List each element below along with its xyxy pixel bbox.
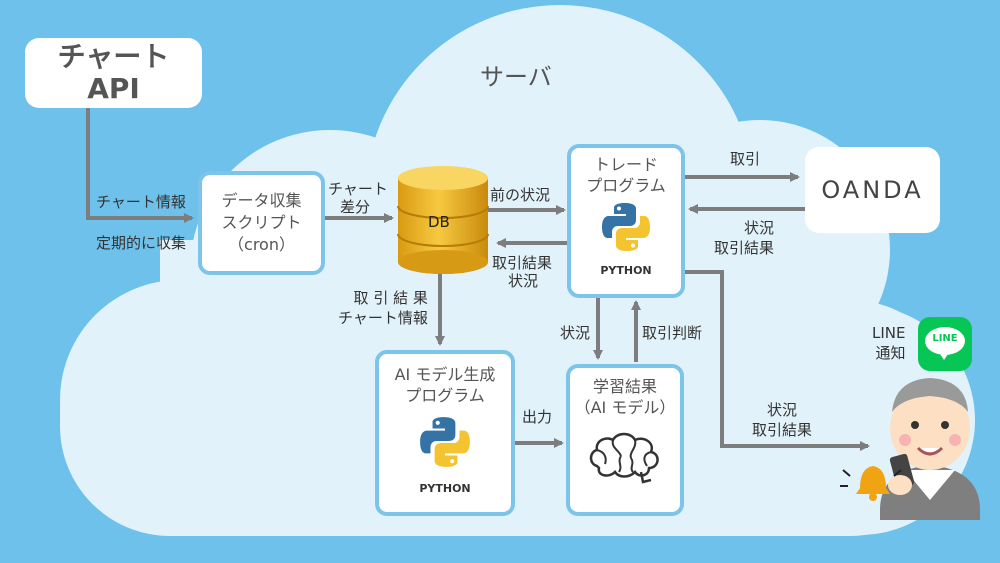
bell-icon bbox=[840, 466, 902, 501]
arrow-trade-to-notify bbox=[684, 270, 870, 451]
trade-program-line1: トレード bbox=[593, 155, 658, 174]
collector-line2: スクリプト bbox=[221, 213, 302, 232]
brain-icon bbox=[589, 432, 659, 484]
label-notify: 状況 取引結果 bbox=[752, 400, 812, 440]
label-trade-result-2: 状況 bbox=[508, 272, 539, 290]
label-periodic-collect: 定期的に収集 bbox=[96, 234, 187, 252]
label-status-up: 状況 bbox=[560, 324, 591, 342]
label-oanda-back-1: 状況 bbox=[744, 219, 775, 237]
label-chart-info: チャート情報 bbox=[96, 193, 186, 211]
line-logo-icon: LINE bbox=[918, 317, 972, 371]
ai-program-box: AI モデル生成 プログラム PYTHON bbox=[375, 350, 515, 516]
trade-python-text: PYTHON bbox=[600, 264, 652, 277]
label-trade-judge: 取引判断 bbox=[642, 324, 703, 342]
label-db-out: 取 引 結 果 チャート情報 bbox=[338, 288, 428, 328]
label-chart-diff-1: チャート bbox=[328, 180, 388, 198]
collector-script-box: データ収集 スクリプト （cron） bbox=[198, 171, 325, 275]
learning-result-line2: （AI モデル） bbox=[574, 398, 676, 417]
oanda-box: OANDA bbox=[805, 147, 940, 233]
chart-api-line1: チャート bbox=[57, 40, 170, 73]
collector-line1: データ収集 bbox=[221, 191, 302, 210]
label-chart-diff: チャート 差分 bbox=[328, 180, 388, 216]
line-notify-line1: LINE bbox=[872, 324, 906, 342]
trade-program-line2: プログラム bbox=[586, 176, 666, 195]
label-db-out-2: チャート情報 bbox=[338, 309, 428, 327]
label-trade-result: 取引結果 状況 bbox=[492, 254, 552, 290]
learning-result-line1: 学習結果 bbox=[592, 377, 657, 396]
learning-result-box: 学習結果 （AI モデル） bbox=[566, 364, 684, 516]
label-oanda-back-2: 取引結果 bbox=[714, 239, 775, 257]
cloud-title: サーバ bbox=[480, 63, 552, 91]
line-notify-line2: 通知 bbox=[875, 344, 906, 362]
label-notify-1: 状況 bbox=[767, 401, 798, 419]
ai-python-text: PYTHON bbox=[419, 482, 471, 495]
trade-program-box: トレード プログラム PYTHON bbox=[567, 144, 685, 298]
line-notify-label: LINE 通知 bbox=[872, 323, 905, 363]
label-trade-result-1: 取引結果 bbox=[492, 254, 553, 272]
db-label: DB bbox=[428, 213, 450, 231]
db-cylinder bbox=[397, 166, 489, 274]
chart-api-box: チャート API bbox=[25, 38, 202, 108]
python-logo-icon bbox=[602, 203, 650, 251]
label-prev-status: 前の状況 bbox=[490, 186, 551, 204]
python-logo-icon bbox=[420, 417, 470, 467]
ai-program-line1: AI モデル生成 bbox=[394, 365, 496, 384]
label-chart-diff-2: 差分 bbox=[340, 198, 371, 216]
chart-api-line2: API bbox=[87, 72, 140, 105]
line-logo-text: LINE bbox=[932, 333, 958, 344]
label-output: 出力 bbox=[522, 408, 553, 426]
arrow-api-to-collector bbox=[86, 108, 194, 223]
label-oanda-back: 状況 取引結果 bbox=[714, 218, 774, 258]
label-trade: 取引 bbox=[730, 150, 761, 168]
label-notify-2: 取引結果 bbox=[752, 421, 813, 439]
collector-line3: （cron） bbox=[228, 235, 295, 254]
person-illustration bbox=[880, 378, 980, 520]
label-db-out-1: 取 引 結 果 bbox=[353, 289, 428, 307]
ai-program-line2: プログラム bbox=[405, 386, 485, 405]
